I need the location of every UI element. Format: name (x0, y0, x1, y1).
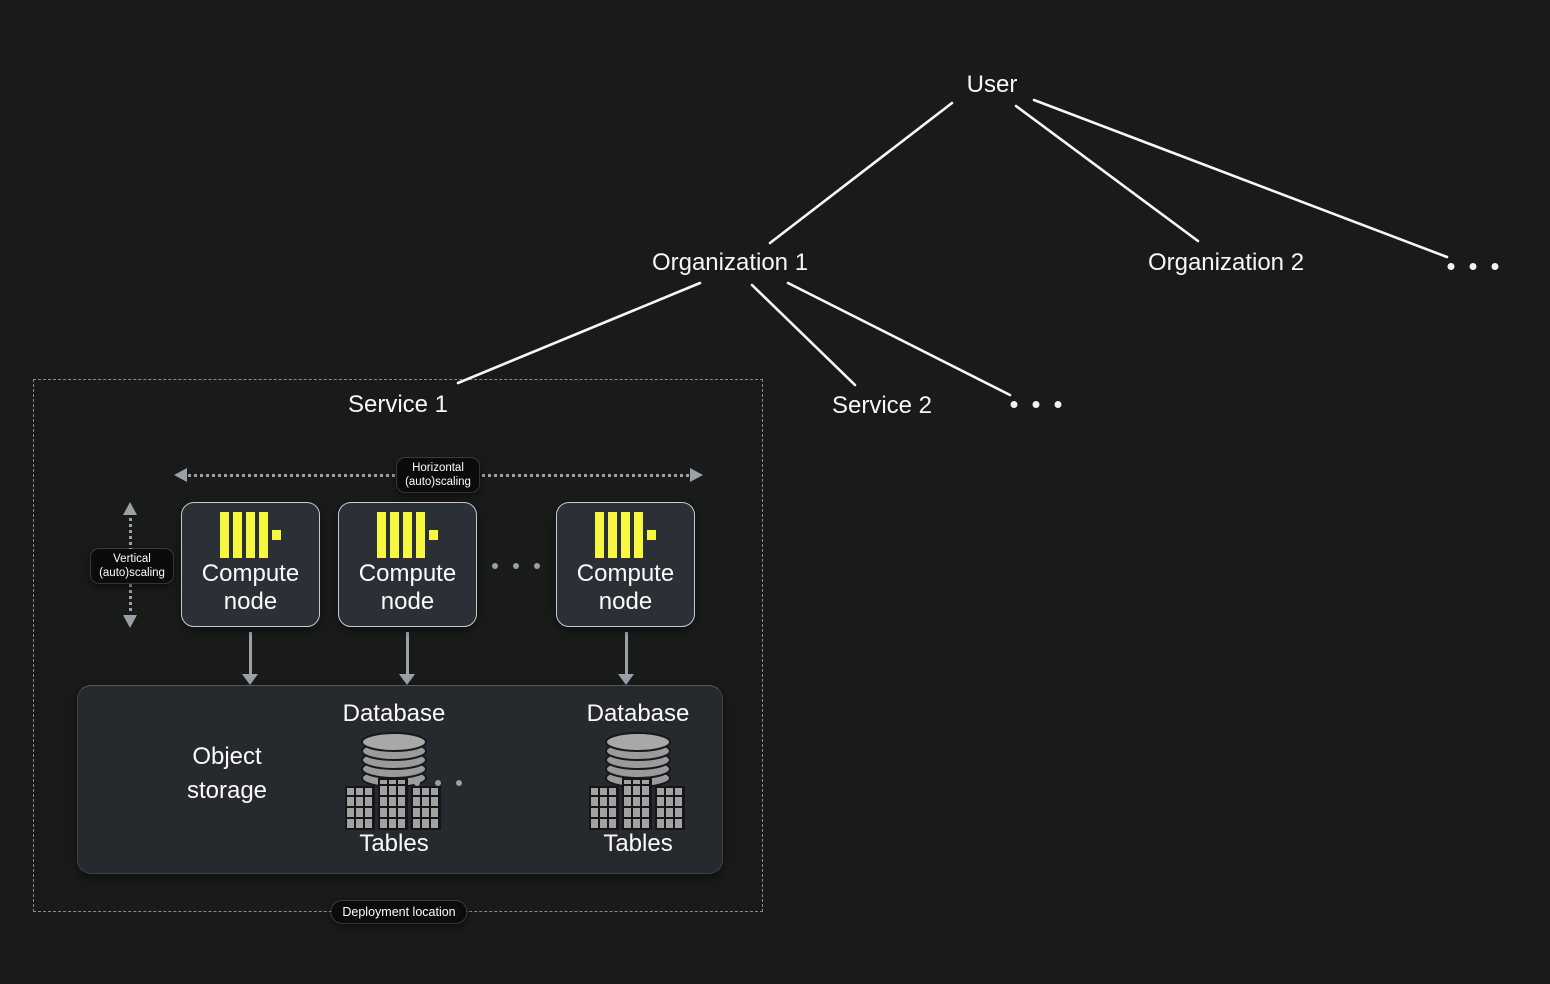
compute-node-2: Compute node (338, 502, 477, 627)
database-group-1: Database Tables (314, 701, 474, 857)
node1-to-storage-arrow-icon (242, 632, 258, 685)
edge-user-more (1032, 98, 1449, 259)
compute-node-label: Compute node (358, 560, 457, 615)
compute-node-label: Compute node (201, 560, 300, 615)
organizations-ellipsis-icon (1447, 263, 1499, 270)
object-storage-label: Object storage (186, 743, 268, 804)
tables-label: Tables (359, 830, 429, 857)
database-art (588, 731, 688, 831)
database-cylinder-icon (361, 732, 427, 788)
organization-2-label: Organization 2 (1147, 249, 1305, 276)
databases-ellipsis-icon (414, 780, 462, 786)
object-storage-box: Object storage Database Tables Database (77, 685, 723, 874)
database-label: Database (342, 700, 446, 727)
clickhouse-logo-icon (219, 512, 281, 558)
user-label: User (966, 71, 1018, 98)
vertical-scaling-label: Vertical (auto)scaling (91, 549, 173, 583)
service-2-label: Service 2 (831, 392, 933, 419)
edge-org1-service1 (456, 281, 702, 385)
clickhouse-logo-icon (594, 512, 656, 558)
node2-to-storage-arrow-icon (399, 632, 415, 685)
edge-user-org2 (1014, 104, 1200, 243)
horizontal-scaling-line1: Horizontal (412, 462, 464, 474)
clickhouse-logo-icon (376, 512, 438, 558)
edge-org1-more (786, 281, 1012, 397)
edge-org1-service2 (750, 283, 857, 387)
compute-node-1: Compute node (181, 502, 320, 627)
horizontal-scaling-label: Horizontal (auto)scaling (397, 458, 479, 492)
tables-grids-icon (345, 778, 441, 830)
deployment-location-label: Deployment location (331, 901, 467, 923)
node3-to-storage-arrow-icon (618, 632, 634, 685)
database-cylinder-icon (605, 732, 671, 788)
service-1-title: Service 1 (347, 391, 449, 418)
vertical-scaling-line2: (auto)scaling (99, 567, 165, 579)
compute-node-3: Compute node (556, 502, 695, 627)
edge-user-org1 (768, 101, 954, 245)
database-group-2: Database Tables (558, 701, 718, 857)
organization-1-label: Organization 1 (651, 249, 809, 276)
tables-label: Tables (603, 830, 673, 857)
tables-grids-icon (589, 778, 685, 830)
compute-node-label: Compute node (576, 560, 675, 615)
horizontal-scaling-line2: (auto)scaling (405, 476, 471, 488)
database-art (344, 731, 444, 831)
compute-nodes-ellipsis-icon (492, 563, 540, 569)
vertical-scaling-line1: Vertical (113, 553, 151, 565)
database-label: Database (586, 700, 690, 727)
services-ellipsis-icon (1010, 401, 1062, 408)
